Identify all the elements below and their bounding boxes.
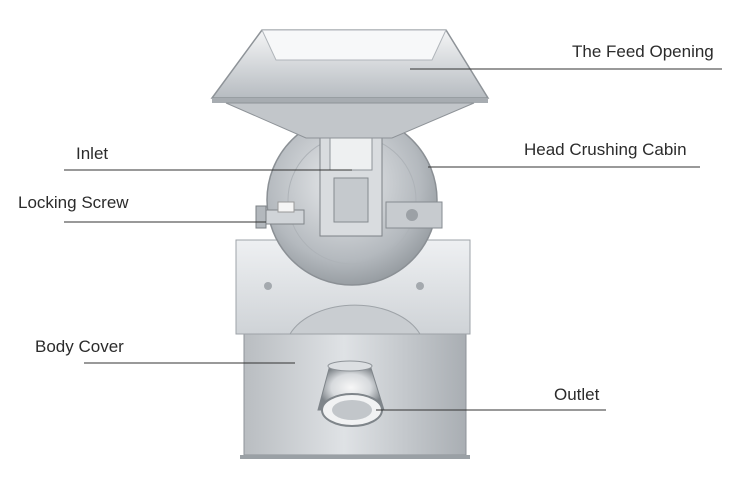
feed-opening [210, 29, 490, 139]
outlet [317, 360, 385, 427]
label-outlet: Outlet [554, 385, 600, 404]
label-locking-screw: Locking Screw [18, 193, 129, 212]
locking-screw [255, 201, 305, 229]
leader-lines [64, 68, 722, 411]
label-head-crushing-cabin: Head Crushing Cabin [524, 140, 687, 159]
inlet [319, 122, 383, 237]
label-body-cover: Body Cover [35, 337, 124, 356]
label-inlet: Inlet [76, 144, 109, 163]
label-feed-opening: The Feed Opening [572, 42, 714, 61]
